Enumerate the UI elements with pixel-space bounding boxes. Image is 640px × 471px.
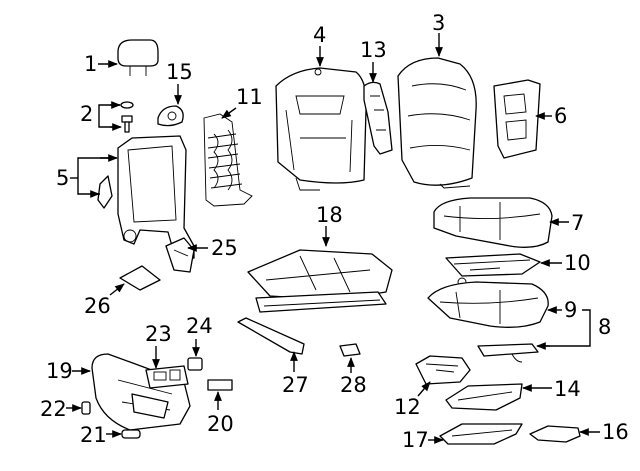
callout-21: 21 [80,423,122,447]
svg-text:14: 14 [554,377,581,401]
callout-18: 18 [316,203,343,247]
svg-text:9: 9 [564,298,577,322]
callout-27: 27 [282,351,309,397]
callout-5: 5 [56,154,118,198]
callout-9: 9 [547,298,577,322]
bracket-part-13 [363,81,393,155]
callout-19: 19 [46,359,91,383]
callout-24: 24 [186,314,213,357]
callout-12: 12 [394,381,431,419]
bracket-part-26 [119,265,161,291]
svg-text:17: 17 [402,428,429,452]
svg-text:20: 20 [207,412,234,436]
clip-part-15 [157,105,184,127]
lower-panel-part [445,383,523,411]
callout-4: 4 [313,23,326,67]
motor-bracket-part [415,355,471,385]
callout-15: 15 [166,60,193,105]
callout-17: 17 [402,428,444,452]
seat-adjuster-part [247,249,393,313]
svg-text:22: 22 [40,397,67,421]
spring-mat-part [203,113,253,207]
back-panel-part [493,79,541,159]
callout-26: 26 [84,283,125,318]
callout-6: 6 [535,104,567,128]
svg-text:12: 12 [394,395,421,419]
callout-1: 1 [84,52,118,76]
callout-10: 10 [540,251,591,275]
callout-28: 28 [340,357,367,397]
callout-2: 2 [80,101,122,131]
sensor-pad-part [477,343,539,363]
cap-part-21 [121,429,141,439]
svg-text:1: 1 [84,52,97,76]
callout-7: 7 [549,211,584,235]
svg-text:10: 10 [564,251,591,275]
callout-23: 23 [145,322,172,369]
callout-16: 16 [579,420,629,444]
svg-text:27: 27 [282,373,309,397]
svg-text:19: 19 [46,359,73,383]
svg-text:7: 7 [571,211,584,235]
svg-text:16: 16 [602,420,629,444]
svg-text:8: 8 [598,315,611,339]
bracket-part-25 [165,237,195,273]
switch-part-23 [145,365,189,389]
svg-text:25: 25 [211,236,238,260]
svg-text:4: 4 [313,23,326,47]
svg-text:2: 2 [80,102,93,126]
svg-text:5: 5 [56,166,69,190]
side-shield-part [91,353,191,431]
svg-text:6: 6 [554,104,567,128]
clip-part-28 [339,343,361,357]
callout-25: 25 [187,236,238,260]
headrest-guide-part [120,101,134,133]
screw-part-22 [81,401,91,415]
knob-part-24 [187,357,203,371]
callout-13: 13 [360,38,387,83]
track-cover-part [237,317,305,355]
callout-11: 11 [221,85,263,119]
svg-text:21: 21 [80,423,107,447]
callout-8: 8 [536,309,611,350]
svg-text:3: 3 [432,11,445,35]
bracket-part-16 [529,425,581,443]
harness-part [445,253,541,287]
callout-22: 22 [40,397,82,421]
svg-text:18: 18 [316,203,343,227]
headrest-part [117,39,159,76]
switch-part-20 [207,379,233,391]
seat-cushion-part [427,281,549,328]
seatback-cover-part [397,57,477,189]
svg-text:13: 13 [360,38,387,62]
seatback-cushion-part [275,67,367,191]
svg-text:24: 24 [186,314,213,338]
seat-cushion-cover-part [433,197,553,248]
svg-text:23: 23 [145,322,172,346]
svg-text:15: 15 [166,60,193,84]
tray-part [439,423,523,445]
svg-text:11: 11 [236,85,263,109]
callout-14: 14 [522,377,581,401]
callout-20: 20 [207,391,234,436]
callout-3: 3 [432,11,445,57]
svg-text:28: 28 [340,373,367,397]
svg-text:26: 26 [84,294,111,318]
